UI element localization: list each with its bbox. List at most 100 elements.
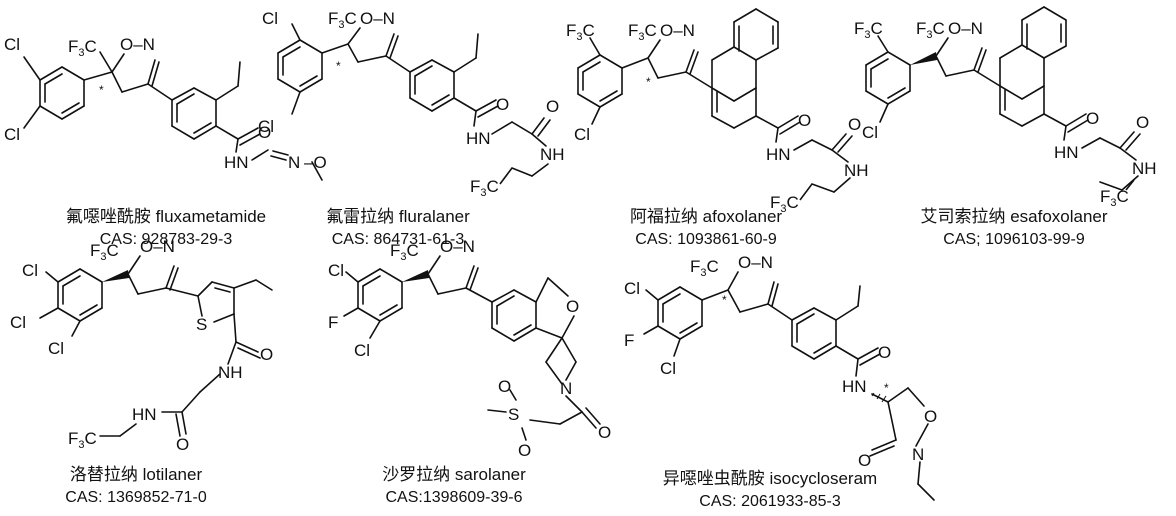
hashed-bond xyxy=(871,392,887,403)
atom-label: F xyxy=(328,313,338,332)
atom-label: O xyxy=(258,123,271,142)
caption-name-en: esafoxolaner xyxy=(1010,207,1108,226)
svg-text:氟雷拉纳 fluralaner: 氟雷拉纳 fluralaner xyxy=(326,207,470,226)
atom-label: Cl xyxy=(624,279,640,298)
atom-label: F3C xyxy=(390,241,419,263)
atom-label: O xyxy=(176,435,189,454)
caption-cas: CAS: 2061933-85-3 xyxy=(699,493,841,510)
atom-label: O xyxy=(798,111,811,130)
atom-label: NH xyxy=(1132,159,1157,178)
atom-label: F xyxy=(624,331,634,350)
atom-label: –O xyxy=(304,153,327,172)
atom-label: F3C xyxy=(1100,187,1129,209)
atom-label: O xyxy=(518,441,531,460)
atom-label: F3C xyxy=(854,19,883,41)
atom-label: O xyxy=(566,297,579,316)
caption-name-cn: 艾司索拉纳 xyxy=(920,207,1005,226)
atom-label: Cl xyxy=(258,117,274,136)
atom-label: F3C xyxy=(566,21,595,43)
atom-label: O–N xyxy=(360,9,395,28)
caption-name-en: fluralaner xyxy=(399,207,470,226)
atom-label: N xyxy=(912,445,924,464)
atom-label: F3C xyxy=(770,193,799,215)
atom-label: N xyxy=(288,153,300,172)
caption-name-cn: 氟噁唑酰胺 xyxy=(66,207,151,226)
atom-label: O–N xyxy=(660,21,695,40)
caption-cas: CAS; 1096103-99-9 xyxy=(943,231,1085,248)
atom-label: O xyxy=(1136,113,1149,132)
svg-text:阿福拉纳 afoxolaner: 阿福拉纳 afoxolaner xyxy=(630,207,782,226)
atom-label: O xyxy=(924,407,937,426)
atom-label: Cl xyxy=(862,123,878,142)
atom-label: O–N xyxy=(140,237,175,256)
caption-name-en: afoxolaner xyxy=(703,207,783,226)
atom-label: HN xyxy=(224,153,249,172)
svg-text:沙罗拉纳 sarolaner: 沙罗拉纳 sarolaner xyxy=(382,465,526,484)
svg-text:异噁唑虫酰胺 isocycloseram: 异噁唑虫酰胺 isocycloseram xyxy=(663,469,877,488)
atom-label: F3C xyxy=(470,177,499,199)
atom-label: Cl xyxy=(262,9,278,28)
caption-name-cn: 异噁唑虫酰胺 xyxy=(663,469,765,488)
stereo-mark: * xyxy=(646,75,651,89)
atom-label: O xyxy=(848,115,861,134)
atom-label: O xyxy=(858,451,871,470)
atom-label: Cl xyxy=(22,261,38,280)
caption-cas: CAS: 864731-61-3 xyxy=(332,231,465,248)
atom-label: S xyxy=(196,315,207,334)
atom-label: O xyxy=(546,97,559,116)
caption-isocycloseram: 异噁唑虫酰胺 isocycloseram CAS: 2061933-85-3 xyxy=(663,469,877,510)
atom-label: O xyxy=(598,423,611,442)
svg-text:氟噁唑酰胺 fluxametamide: 氟噁唑酰胺 fluxametamide xyxy=(66,207,266,226)
bond xyxy=(499,167,513,185)
caption-name-cn: 氟雷拉纳 xyxy=(326,207,394,226)
caption-cas: CAS: 928783-29-3 xyxy=(100,231,233,248)
atom-label: Cl xyxy=(574,125,590,144)
stereo-mark: * xyxy=(336,59,341,73)
caption-fluxametamide: 氟噁唑酰胺 fluxametamide CAS: 928783-29-3 xyxy=(66,207,266,248)
stereo-mark: * xyxy=(884,381,889,395)
atom-label: O xyxy=(1086,109,1099,128)
atom-label: HN xyxy=(842,377,867,396)
caption-afoxolaner: 阿福拉纳 afoxolaner CAS: 1093861-60-9 xyxy=(630,207,782,248)
caption-cas: CAS:1398609-39-6 xyxy=(386,489,523,506)
bond xyxy=(799,183,813,201)
caption-name-en: isocycloseram xyxy=(770,469,878,488)
atom-label: Cl xyxy=(4,35,20,54)
caption-sarolaner: 沙罗拉纳 sarolaner CAS:1398609-39-6 xyxy=(382,465,526,506)
caption-name-cn: 沙罗拉纳 xyxy=(382,465,450,484)
atom-label: O xyxy=(878,343,891,362)
structure-afoxolaner xyxy=(577,8,853,193)
atom-label: F3C xyxy=(68,429,97,451)
atom-label: O xyxy=(498,377,511,396)
caption-cas: CAS: 1369852-71-0 xyxy=(65,489,207,506)
caption-cas: CAS: 1093861-60-9 xyxy=(635,231,777,248)
atom-label: O–N xyxy=(948,19,983,38)
atom-label: NH xyxy=(540,145,565,164)
atom-label: F3C xyxy=(690,257,719,279)
atom-label: Cl xyxy=(354,341,370,360)
atom-label: F3C xyxy=(90,241,119,263)
bond xyxy=(1125,179,1135,191)
atom-label: F3C xyxy=(328,9,357,31)
stereo-mark: * xyxy=(722,293,727,307)
atom-label: O–N xyxy=(120,35,155,54)
atom-label: HN xyxy=(766,145,791,164)
atom-label: O xyxy=(496,95,509,114)
caption-esafoxolaner: 艾司索拉纳 esafoxolaner CAS; 1096103-99-9 xyxy=(920,207,1107,248)
svg-text:艾司索拉纳 esafoxolaner: 艾司索拉纳 esafoxolaner xyxy=(920,207,1107,226)
structure-esafoxolaner xyxy=(865,6,1141,191)
atom-label: Cl xyxy=(4,125,20,144)
caption-fluralaner: 氟雷拉纳 fluralaner CAS: 864731-61-3 xyxy=(326,207,470,248)
atom-label: Cl xyxy=(328,261,344,280)
stereo-mark: * xyxy=(99,83,104,97)
caption-name-cn: 阿福拉纳 xyxy=(630,207,698,226)
atom-label: HN xyxy=(1054,143,1079,162)
structure-isocycloseram xyxy=(643,271,935,501)
atom-label: HN xyxy=(466,129,491,148)
structure-lotilaner xyxy=(39,255,273,437)
atom-label: Cl xyxy=(660,359,676,378)
caption-name-en: lotilaner xyxy=(143,465,203,484)
atom-label: F3C xyxy=(916,19,945,41)
caption-name-cn: 洛替拉纳 xyxy=(70,465,138,484)
